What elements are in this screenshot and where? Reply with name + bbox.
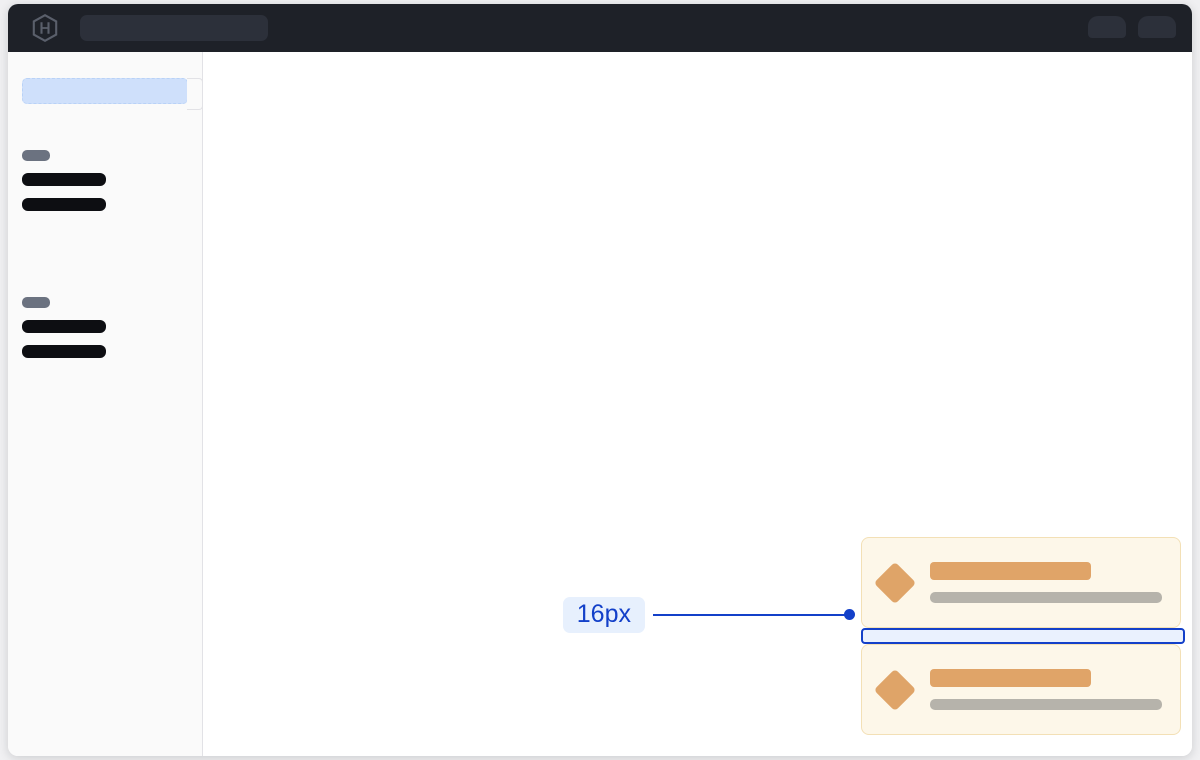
alert-card-1-text xyxy=(930,562,1162,603)
spacing-measurement-value: 16px xyxy=(562,596,645,633)
app-window: 16px xyxy=(8,4,1192,756)
alert-card-stack xyxy=(861,537,1185,735)
diamond-warning-icon xyxy=(873,561,917,604)
main-canvas: 16px xyxy=(203,52,1192,756)
alert-card-1-subtitle xyxy=(930,592,1162,603)
sidebar-item-2-2[interactable] xyxy=(22,345,106,358)
body-area: 16px xyxy=(8,52,1192,756)
alert-card-1-title xyxy=(930,562,1091,580)
alert-card-2-title xyxy=(930,669,1091,687)
sidebar-group-2 xyxy=(8,297,202,358)
top-bar-placeholder-2[interactable] xyxy=(1138,16,1176,38)
diamond-warning-icon xyxy=(873,668,917,711)
sidebar-item-1-1[interactable] xyxy=(22,173,106,186)
sidebar-group-2-label xyxy=(22,297,50,308)
sidebar-group-1-label xyxy=(22,150,50,161)
sidebar-group-1 xyxy=(8,150,202,211)
global-search-input[interactable] xyxy=(80,15,268,41)
spacing-leader-line xyxy=(653,613,847,616)
alert-card-1[interactable] xyxy=(861,537,1181,628)
alert-card-2[interactable] xyxy=(861,644,1181,735)
hexagon-h-logo-icon[interactable] xyxy=(32,14,58,42)
sidebar xyxy=(8,52,203,756)
sidebar-item-selected[interactable] xyxy=(22,78,188,104)
top-bar-right-group xyxy=(1088,16,1176,40)
sidebar-tab-notch[interactable] xyxy=(187,78,203,110)
sidebar-item-2-1[interactable] xyxy=(22,320,106,333)
spacing-measurement-bar[interactable] xyxy=(861,628,1185,644)
spacing-measurement-leader: 16px xyxy=(562,596,855,633)
top-bar-placeholder-1[interactable] xyxy=(1088,16,1126,38)
sidebar-item-1-2[interactable] xyxy=(22,198,106,211)
alert-card-2-text xyxy=(930,669,1162,710)
spacing-leader-endpoint-dot xyxy=(844,609,855,621)
alert-card-2-subtitle xyxy=(930,699,1162,710)
top-bar xyxy=(8,4,1192,52)
